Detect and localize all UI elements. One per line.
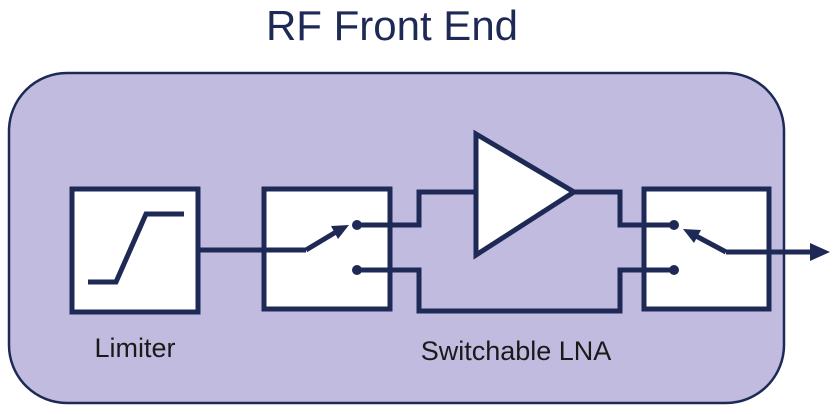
output-switch-top-contact xyxy=(669,220,679,230)
limiter-block xyxy=(69,186,201,315)
bypass-wire xyxy=(390,267,644,314)
input-switch-block xyxy=(261,186,393,312)
lna-amplifier-icon xyxy=(473,129,579,260)
input-switch-arm xyxy=(304,229,338,253)
output-arrow-icon xyxy=(810,243,830,261)
front-end-panel xyxy=(7,71,786,405)
amplifier-input-wire xyxy=(390,189,476,228)
output-switch-arm xyxy=(694,233,728,255)
output-switch-arrow-icon xyxy=(683,229,701,243)
output-switch-bottom-contact xyxy=(669,265,679,275)
output-switch-block xyxy=(641,186,772,312)
diagram-title: RF Front End xyxy=(266,2,518,49)
input-switch-arrow-icon xyxy=(331,225,349,239)
limiter-box xyxy=(69,186,201,315)
output-switch-box xyxy=(641,186,772,312)
switchable-lna-label: Switchable LNA xyxy=(421,336,612,366)
limiter-label: Limiter xyxy=(94,333,175,363)
limiter-transfer-curve-icon xyxy=(88,211,184,285)
amplifier-output-wire xyxy=(574,189,644,228)
